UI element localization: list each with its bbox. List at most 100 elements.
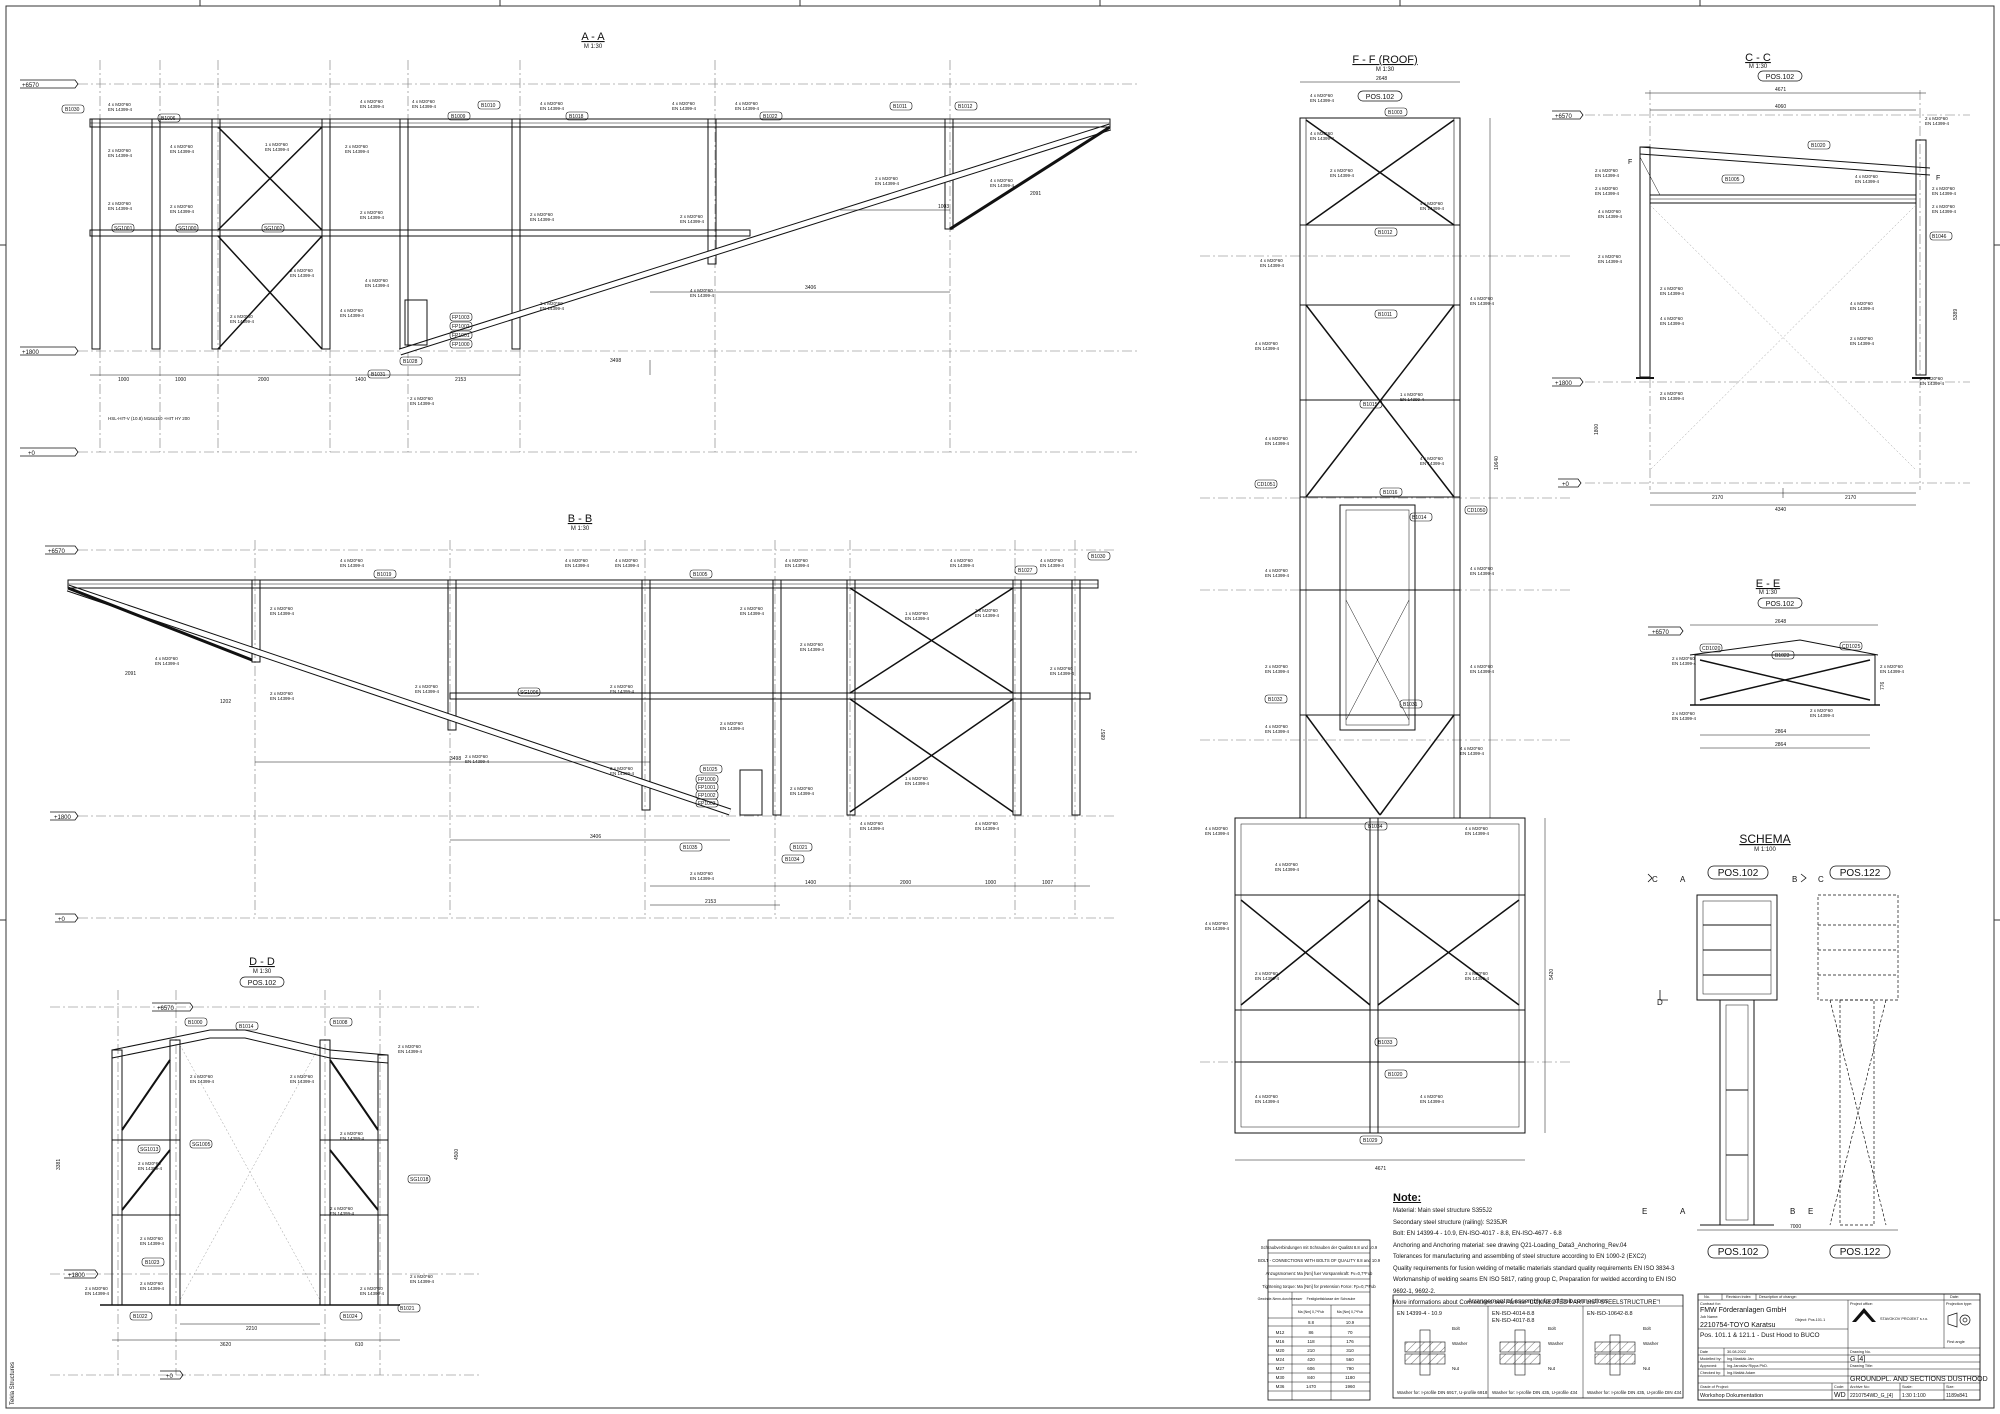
label-levels-zero: +0	[1562, 482, 1570, 488]
label-callouts-std4: EN 14399-4	[340, 1136, 365, 1141]
label-callouts-std3: 2 x M20*60	[1850, 336, 1873, 341]
label-members-cc-1: B1005	[1725, 177, 1740, 183]
label-callouts-std2: EN 14399-4	[1255, 346, 1280, 351]
label-dims-ff-2: 5420	[1549, 969, 1555, 980]
label-callouts-std3: 2 x M20*60	[1672, 711, 1695, 716]
label-dims-ee-1: 2864	[1775, 729, 1786, 735]
label-dims-ff-0: 2648	[1376, 76, 1387, 82]
label-callouts-std5: 1 x M20*60	[1400, 392, 1423, 397]
label-assembly-title: Arrangement of assembly for all bolt con…	[1468, 1298, 1609, 1305]
label-callouts-std3: 2 x M20*60	[415, 684, 438, 689]
label-members-aa-5: B1022	[763, 114, 778, 120]
label-callouts-std3: 2 x M20*60	[720, 721, 743, 726]
label-assembly-col2a: EN-ISO-4014-8.8	[1492, 1311, 1535, 1317]
label-callouts-std2: EN 14399-4	[905, 781, 930, 786]
label-callouts-std4: EN 14399-4	[690, 876, 715, 881]
label-callouts-std5: 1 x M20*60	[905, 776, 928, 781]
label-callouts-std3: 2 x M20*60	[138, 1161, 161, 1166]
label-titleblock-size: 1189x841	[1946, 1393, 1968, 1399]
label-callouts-std2: EN 14399-4	[340, 563, 365, 568]
view-ee: E - E M 1:30 POS.102 +6570 2648 2864 286…	[1648, 578, 1905, 749]
label-titleblock-date_val: 30.08.2022	[1727, 1350, 1746, 1354]
label-torque_table-rows-3-2: 560	[1346, 1357, 1354, 1362]
label-dims-ff-3: 4671	[1375, 1166, 1386, 1172]
svg-text:C: C	[1818, 875, 1824, 884]
label-callouts-std1: 4 x M20*60	[1465, 826, 1488, 831]
note-line: Secondary steel structure (railing): S23…	[1393, 1219, 1508, 1226]
dims-dd: 3620 2210 610 4500 3381	[56, 1149, 460, 1348]
label-dims-ee-0: 2648	[1775, 619, 1786, 625]
label-levels-mid: +1800	[68, 1273, 86, 1279]
label-titleblock-drawing_no: G [4]	[1850, 1356, 1865, 1363]
label-members-ee-1: B1023	[1775, 653, 1790, 659]
label-callouts-std3: 2 x M20*60	[800, 642, 823, 647]
general-notes: Note: Material: Main steel structure S35…	[1393, 1190, 1693, 1310]
label-callouts-std4: EN 14399-4	[415, 689, 440, 694]
label-callouts-std4: EN 14399-4	[330, 1211, 355, 1216]
label-callouts-std4: EN 14399-4	[1255, 976, 1280, 981]
label-members-aa-11: FP1003	[452, 315, 470, 321]
label-torque_table-grade1: 8.8	[1308, 1320, 1314, 1325]
label-titleblock-modeled_lbl: Modelled by:	[1700, 1357, 1722, 1361]
label-callouts-std3: 2 x M20*60	[1265, 664, 1288, 669]
label-members-bb-12: FP1003	[698, 801, 716, 807]
label-torque_table-rows-3-0: M24	[1276, 1357, 1285, 1362]
label-members-cc-2: B1046	[1932, 234, 1947, 240]
label-levels-top: +6570	[48, 549, 66, 555]
label-torque_table-rows-0-2: 70	[1347, 1330, 1353, 1335]
label-callouts-std4: EN 14399-4	[140, 1286, 165, 1291]
title-block: No. Revision index Description of change…	[1697, 1293, 1988, 1401]
label-callouts-std4: EN 14399-4	[1925, 121, 1950, 126]
label-assembly-lbl_washer: Washer	[1548, 1341, 1564, 1346]
label-callouts-std2: EN 14399-4	[1855, 179, 1880, 184]
label-titleblock-scale_lbl: Scale:	[1902, 1385, 1913, 1389]
label-torque_table-rows-4-1: 606	[1307, 1366, 1315, 1371]
label-callouts-std4: EN 14399-4	[1932, 209, 1957, 214]
label-callouts-std1: 4 x M20*60	[1265, 568, 1288, 573]
label-members-aa-4: B1018	[569, 114, 584, 120]
label-views-schema-title: SCHEMA	[1739, 832, 1790, 846]
label-callouts-std1: 4 x M20*60	[975, 821, 998, 826]
dims-ee: 2648 2864 2864 776	[1775, 619, 1886, 748]
label-titleblock-drawing_title: GROUNDPL. AND SECTIONS DUSTHOOD	[1850, 1376, 1988, 1383]
label-callouts-std1: 4 x M20*60	[365, 278, 388, 283]
label-callouts-std3: 2 x M20*60	[540, 301, 563, 306]
label-torque_table-hdr2: BOLT - CONNECTIONS WITH BOLTS OF QUALITY…	[1258, 1258, 1381, 1263]
label-callouts-std1: 4 x M20*60	[1460, 746, 1483, 751]
label-callouts-std3: 2 x M20*60	[108, 201, 131, 206]
label-titleblock-contractor_lbl: Contract for:	[1700, 1302, 1721, 1306]
label-titleblock-job_lbl: Job Name:	[1700, 1315, 1718, 1319]
label-dims-aa-8: 2091	[1030, 191, 1041, 197]
label-assembly-lbl_washer: Washer	[1643, 1341, 1659, 1346]
label-callouts-std4: EN 14399-4	[1880, 669, 1905, 674]
svg-text:B: B	[1790, 1207, 1795, 1216]
label-callouts-std3: 2 x M20*60	[975, 608, 998, 613]
label-views-schema-pos_left_bottom: POS.102	[1718, 1247, 1759, 1258]
label-callouts-std3: 2 x M20*60	[1255, 971, 1278, 976]
label-callouts-std4: EN 14399-4	[800, 647, 825, 652]
label-views-schema-dim: 7000	[1790, 1224, 1801, 1230]
label-torque_table-colB: Festigkeitsklasse der Schraube	[1307, 1297, 1356, 1301]
label-titleblock-first_angle: First angle	[1947, 1340, 1965, 1344]
label-callouts-std2: EN 14399-4	[1205, 926, 1230, 931]
label-torque_table-hdr1: Schraubverbindungen mit Schrauben der Qu…	[1261, 1245, 1378, 1250]
label-callouts-std4: EN 14399-4	[360, 1291, 385, 1296]
label-dims-ff-1: 10640	[1494, 456, 1500, 470]
label-torque_table-rows-0-1: 86	[1308, 1330, 1314, 1335]
label-callouts-std1: 4 x M20*60	[615, 558, 638, 563]
label-callouts-std2: EN 14399-4	[950, 563, 975, 568]
label-callouts-std1: 4 x M20*60	[1470, 664, 1493, 669]
section-marker-f-right: F	[1936, 175, 1940, 182]
label-callouts-std1: 4 x M20*60	[1205, 921, 1228, 926]
note-line: Workmanship of welding seams EN ISO 5817…	[1393, 1277, 1677, 1295]
label-assembly-lbl_nut: Nut	[1548, 1366, 1556, 1371]
label-dims-bb-1: 1202	[220, 699, 231, 705]
label-callouts-std4: EN 14399-4	[465, 759, 490, 764]
label-callouts-std2: EN 14399-4	[1265, 441, 1290, 446]
label-assembly-col3: EN-ISO-10642-8.8	[1587, 1311, 1633, 1317]
label-callouts-std1: 4 x M20*60	[1660, 316, 1683, 321]
label-callouts-std1: 4 x M20*60	[1598, 209, 1621, 214]
